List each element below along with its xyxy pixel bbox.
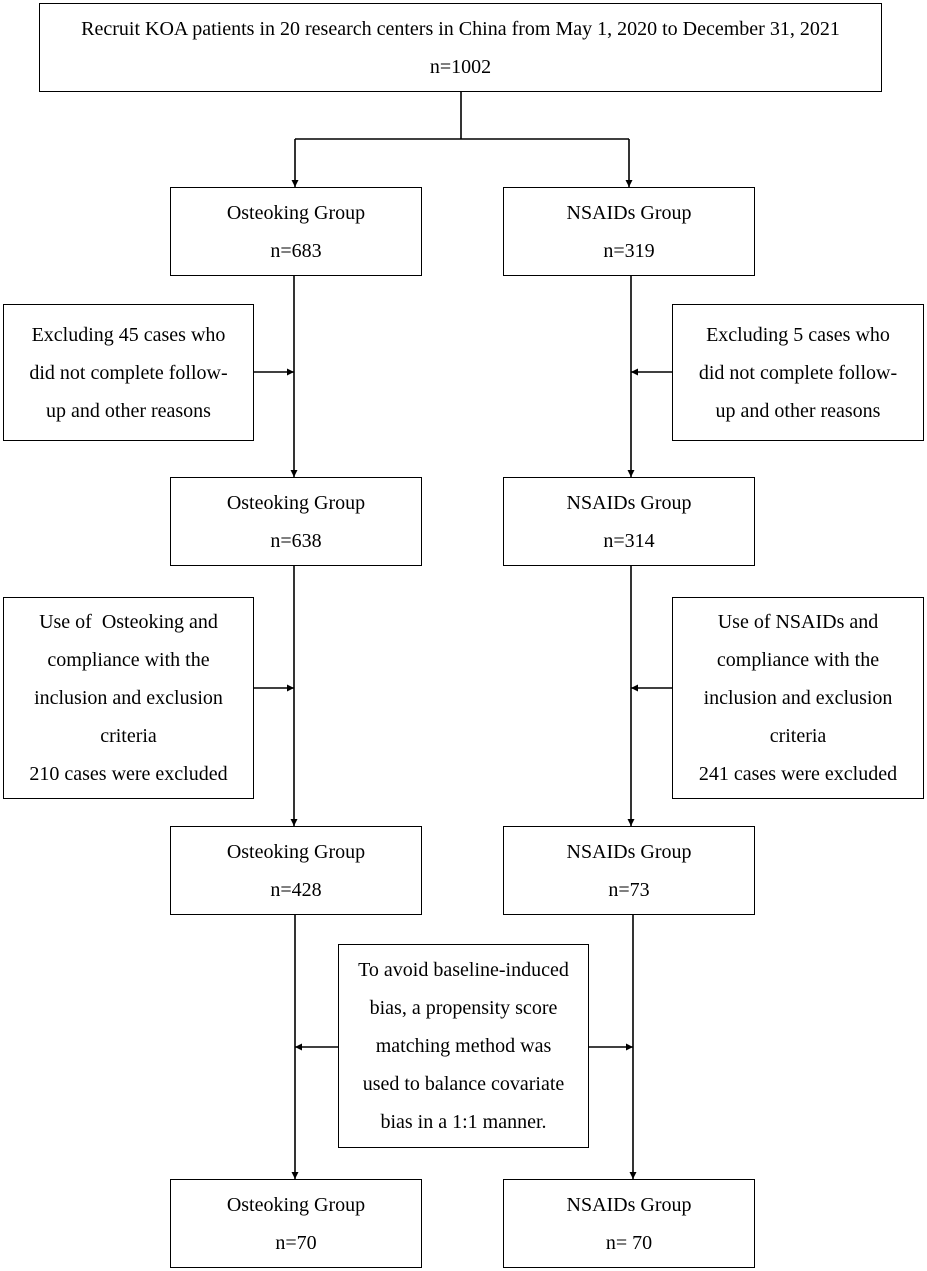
exclusion-line: up and other reasons bbox=[715, 399, 881, 422]
nsaids-group-box-4: NSAIDs Group n= 70 bbox=[503, 1179, 755, 1268]
group-title: NSAIDs Group bbox=[566, 201, 692, 224]
recruit-n: n=1002 bbox=[429, 55, 492, 78]
exclusion-line: did not complete follow- bbox=[29, 361, 228, 384]
exclusion-line: 210 cases were excluded bbox=[29, 763, 228, 785]
group-n: n=638 bbox=[270, 529, 322, 552]
exclusion-line: criteria bbox=[769, 725, 827, 747]
psm-line: bias, a propensity score bbox=[369, 997, 558, 1019]
propensity-score-matching-box: To avoid baseline-induced bias, a propen… bbox=[338, 944, 589, 1148]
group-title: NSAIDs Group bbox=[566, 840, 692, 863]
group-n: n=314 bbox=[603, 529, 655, 552]
group-n: n= 70 bbox=[605, 1231, 653, 1254]
exclusion-line: Use of NSAIDs and bbox=[717, 611, 879, 633]
exclusion-line: Excluding 45 cases who bbox=[31, 323, 226, 346]
exclusion-box-nsaids-2: Use of NSAIDs and compliance with the in… bbox=[672, 597, 924, 799]
exclusion-line: Excluding 5 cases who bbox=[706, 323, 890, 346]
group-n: n=683 bbox=[270, 239, 322, 262]
exclusion-line: did not complete follow- bbox=[698, 361, 898, 384]
recruit-text: Recruit KOA patients in 20 research cent… bbox=[81, 17, 840, 40]
exclusion-line: up and other reasons bbox=[46, 399, 211, 422]
exclusion-line: compliance with the bbox=[47, 649, 210, 671]
psm-line: To avoid baseline-induced bbox=[358, 959, 569, 981]
psm-line: used to balance covariate bbox=[362, 1073, 565, 1095]
group-title: Osteoking Group bbox=[226, 840, 366, 863]
exclusion-box-osteoking-2: Use of Osteoking and compliance with the… bbox=[3, 597, 254, 799]
exclusion-box-nsaids-1: Excluding 5 cases who did not complete f… bbox=[672, 304, 924, 441]
group-title: Osteoking Group bbox=[226, 491, 366, 514]
osteoking-group-box-2: Osteoking Group n=638 bbox=[170, 477, 422, 566]
nsaids-group-box-1: NSAIDs Group n=319 bbox=[503, 187, 755, 276]
group-n: n=319 bbox=[603, 239, 655, 262]
exclusion-line: compliance with the bbox=[716, 649, 880, 671]
osteoking-group-box-1: Osteoking Group n=683 bbox=[170, 187, 422, 276]
exclusion-line: inclusion and exclusion bbox=[34, 687, 223, 709]
exclusion-box-osteoking-1: Excluding 45 cases who did not complete … bbox=[3, 304, 254, 441]
psm-line: bias in a 1:1 manner. bbox=[380, 1111, 547, 1133]
nsaids-group-box-3: NSAIDs Group n=73 bbox=[503, 826, 755, 915]
group-title: NSAIDs Group bbox=[566, 491, 692, 514]
group-n: n=70 bbox=[275, 1231, 317, 1254]
nsaids-group-box-2: NSAIDs Group n=314 bbox=[503, 477, 755, 566]
exclusion-line: inclusion and exclusion bbox=[703, 687, 893, 709]
osteoking-group-box-4: Osteoking Group n=70 bbox=[170, 1179, 422, 1268]
psm-line: matching method was bbox=[375, 1035, 552, 1057]
group-title: Osteoking Group bbox=[226, 1193, 366, 1216]
group-title: Osteoking Group bbox=[226, 201, 366, 224]
group-n: n=428 bbox=[270, 878, 322, 901]
group-n: n=73 bbox=[608, 878, 650, 901]
osteoking-group-box-3: Osteoking Group n=428 bbox=[170, 826, 422, 915]
exclusion-line: 241 cases were excluded bbox=[698, 763, 898, 785]
group-title: NSAIDs Group bbox=[566, 1193, 692, 1216]
exclusion-line: criteria bbox=[100, 725, 157, 747]
recruit-box: Recruit KOA patients in 20 research cent… bbox=[39, 3, 882, 92]
exclusion-line: Use of Osteoking and bbox=[39, 611, 218, 633]
